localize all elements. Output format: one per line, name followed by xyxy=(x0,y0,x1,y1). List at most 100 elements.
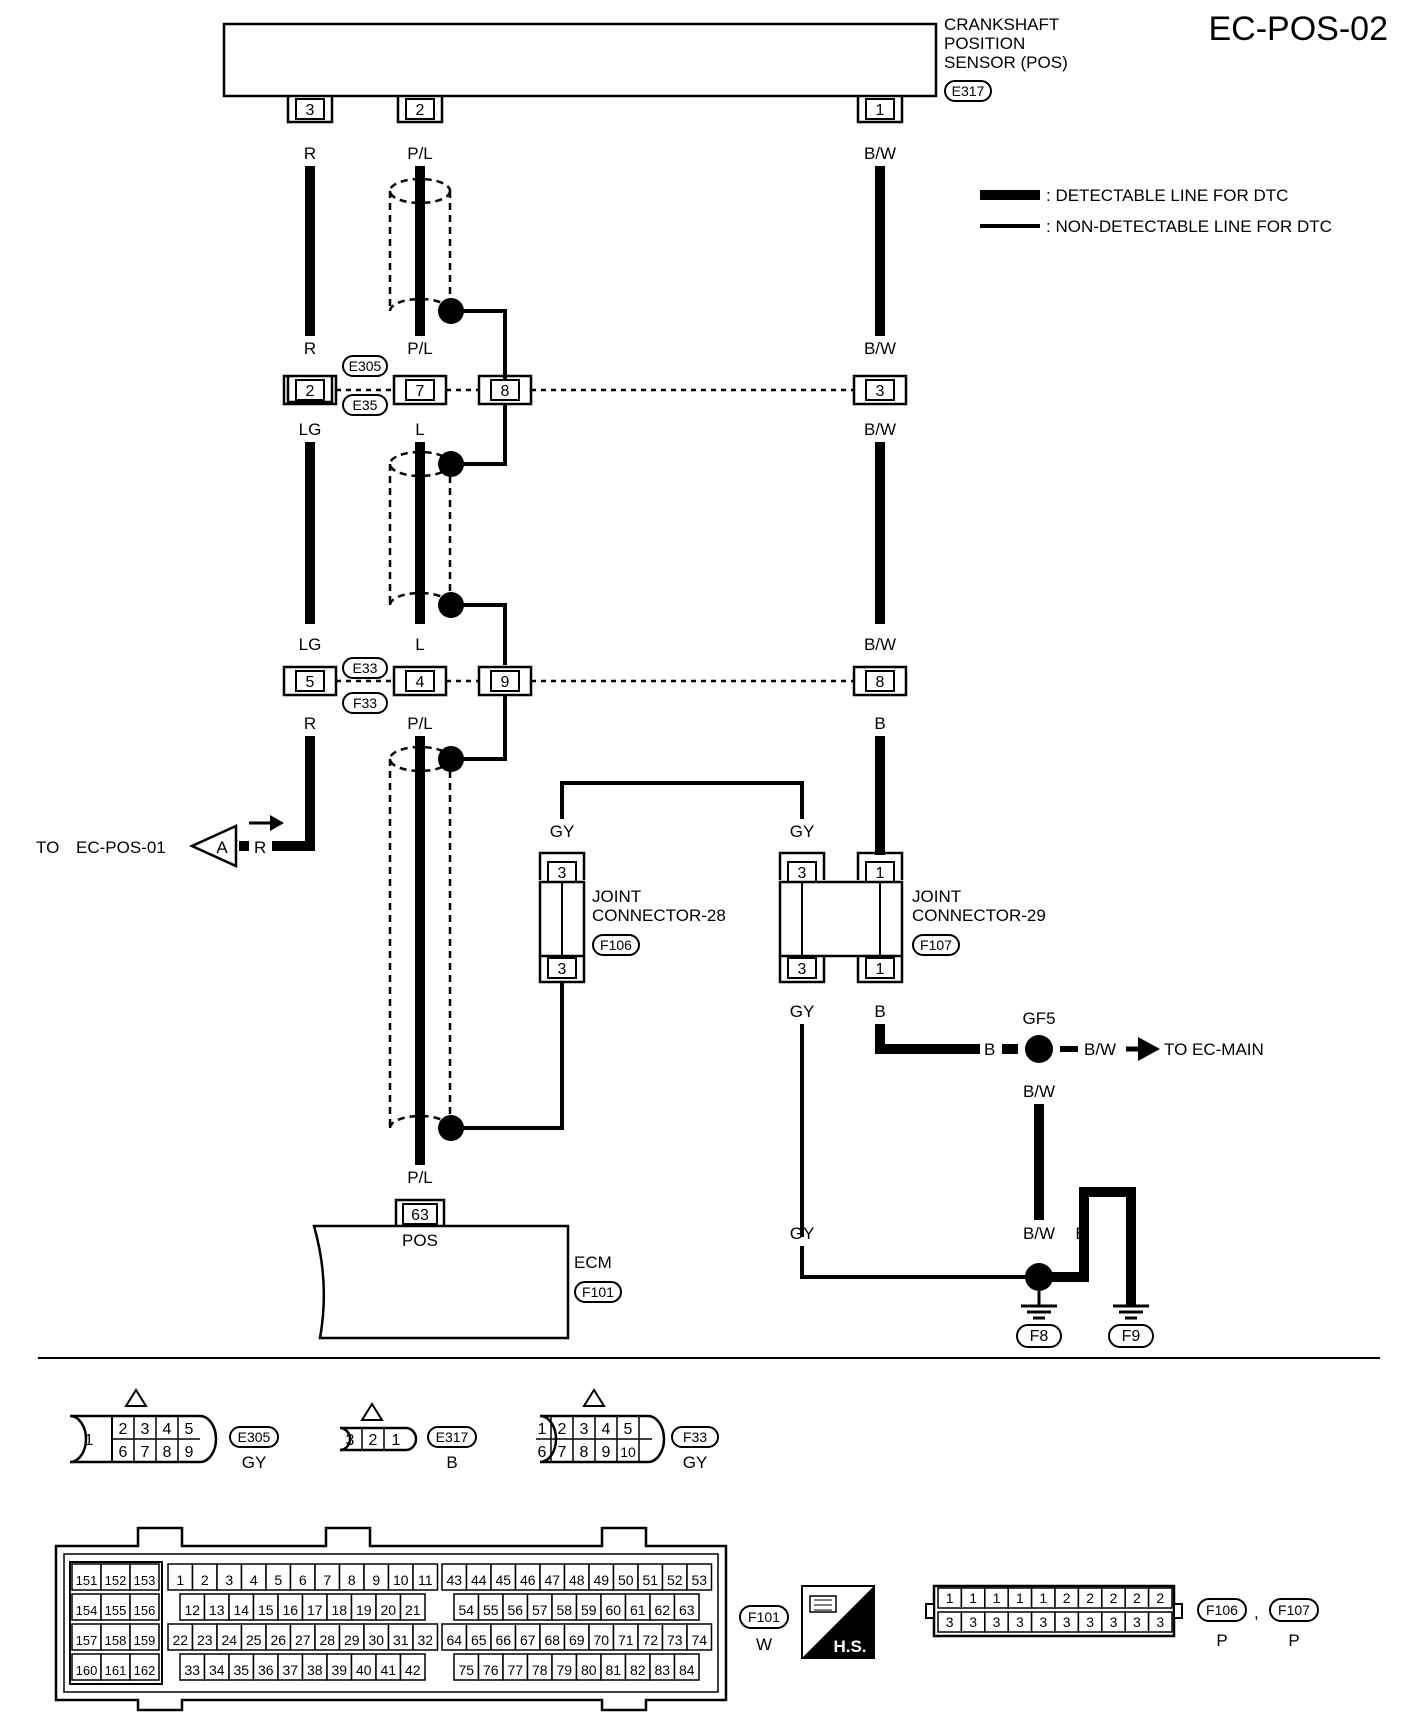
gf5-splice xyxy=(1025,1035,1053,1063)
sensor-pin-3: 3 xyxy=(286,96,334,124)
f101-cell-box xyxy=(502,1593,529,1621)
connector-view-e317 xyxy=(339,1402,418,1452)
svg-text:9: 9 xyxy=(501,674,510,691)
sensor-pin-1: 1 xyxy=(856,96,904,124)
jc29-title-2: CONNECTOR-29 xyxy=(912,906,1046,925)
f101-cell-63: 63 xyxy=(679,1602,695,1618)
jc-cell-2: 2 xyxy=(1156,1590,1164,1606)
ecm-pl-label: P/L xyxy=(407,1168,433,1187)
f33-cell-8: 8 xyxy=(580,1444,589,1461)
f101-cell-159: 159 xyxy=(134,1633,156,1648)
f101-cell-box xyxy=(100,1623,131,1651)
f33-cell-3: 3 xyxy=(580,1421,589,1438)
f33-cell-6: 6 xyxy=(538,1444,547,1461)
f101-cell-52: 52 xyxy=(667,1572,683,1588)
j1-label-bw2: B/W xyxy=(864,420,896,439)
sensor-name-line1: CRANKSHAFT xyxy=(944,15,1059,34)
f101-cell-box xyxy=(179,1593,206,1621)
f101-cell-box xyxy=(412,1623,439,1651)
f101-cell-16: 16 xyxy=(282,1602,298,1618)
f101-cell-45: 45 xyxy=(495,1572,511,1588)
f101-cell-84: 84 xyxy=(679,1662,695,1678)
f101-color: W xyxy=(756,1635,772,1654)
wire-label-bw-1: B/W xyxy=(864,144,896,163)
j1-conn-bot-frame xyxy=(342,394,388,416)
jc-cell-1: 1 xyxy=(946,1590,954,1606)
drain-wire-1 xyxy=(451,309,507,389)
f33-cell-1: 1 xyxy=(538,1421,547,1438)
f101-cell-83: 83 xyxy=(654,1662,670,1678)
f101-cell-box xyxy=(350,1593,377,1621)
f101-cell-33: 33 xyxy=(184,1662,200,1678)
f101-cell-10: 10 xyxy=(393,1572,409,1588)
f101-cell-box xyxy=(100,1653,131,1681)
f33-id: F33 xyxy=(683,1429,707,1445)
jc-cell-2: 2 xyxy=(1110,1590,1118,1606)
f101-cell-158: 158 xyxy=(105,1633,127,1648)
gf5-down-label-bw: B/W xyxy=(1023,1082,1055,1101)
f101-cell-box xyxy=(100,1593,131,1621)
f101-cell-box xyxy=(216,1623,243,1651)
svg-text:63: 63 xyxy=(411,1207,429,1224)
j2-label-b: B xyxy=(874,714,885,733)
e317-cell-1: 1 xyxy=(392,1432,401,1449)
jc28-label-gy: GY xyxy=(550,822,575,841)
offpage-arrow-head xyxy=(270,815,284,831)
f101-cell-9: 9 xyxy=(372,1572,380,1588)
f101-cell-67: 67 xyxy=(520,1632,536,1648)
f33-cell-5: 5 xyxy=(624,1421,633,1438)
f101-cell-162: 162 xyxy=(134,1663,156,1678)
jc-cell-box xyxy=(1147,1611,1173,1633)
f101-cell-27: 27 xyxy=(295,1632,311,1648)
f101-cell-box xyxy=(588,1563,615,1591)
f101-cell-72: 72 xyxy=(642,1632,658,1648)
svg-text:2: 2 xyxy=(416,102,425,119)
gf5-label-bw: B/W xyxy=(1084,1040,1116,1059)
j1-pin-8: 8 xyxy=(477,374,533,406)
jc28-title-1: JOINT xyxy=(592,887,641,906)
f101-cell-box xyxy=(129,1623,160,1651)
f101-cell-box xyxy=(277,1653,304,1681)
f101-cell-box xyxy=(673,1653,700,1681)
offpage-connector-a xyxy=(188,824,238,868)
f101-cell-81: 81 xyxy=(605,1662,621,1678)
ground-label-bw: B/W xyxy=(1023,1224,1055,1243)
f107-id: F107 xyxy=(1278,1602,1310,1618)
sensor-connector-tag: E317 xyxy=(952,83,985,99)
svg-text:4: 4 xyxy=(416,674,425,691)
f101-cell-box xyxy=(686,1623,713,1651)
j1-conn-top: E305 xyxy=(349,358,382,374)
j2-label-pl: P/L xyxy=(407,714,433,733)
svg-text:3: 3 xyxy=(876,383,885,400)
f101-cell-box xyxy=(673,1593,700,1621)
to-main-arrow xyxy=(1138,1037,1160,1061)
jc-cell-3: 3 xyxy=(946,1614,954,1630)
f101-cell-62: 62 xyxy=(654,1602,670,1618)
ground-splice-f8 xyxy=(1025,1263,1053,1291)
wire-b-loop xyxy=(1050,1187,1136,1305)
f101-cell-19: 19 xyxy=(356,1602,372,1618)
jc29-body xyxy=(778,851,904,984)
wire-gy-to-f8 xyxy=(800,1246,1030,1279)
f101-cell-5: 5 xyxy=(274,1572,282,1588)
f101-cell-box xyxy=(477,1653,504,1681)
f101-cell-box xyxy=(252,1653,279,1681)
e317-id: E317 xyxy=(436,1429,469,1445)
j2-label-bw: B/W xyxy=(864,635,896,654)
f101-cell-15: 15 xyxy=(258,1602,274,1618)
ecm-conn-frame xyxy=(574,1281,622,1303)
f101-cell-box xyxy=(514,1623,541,1651)
f101-cell-44: 44 xyxy=(471,1572,487,1588)
jc-cell-1: 1 xyxy=(993,1590,1001,1606)
ecm-label: ECM xyxy=(574,1253,612,1272)
jc-cell-3: 3 xyxy=(1156,1614,1164,1630)
f101-cell-69: 69 xyxy=(569,1632,585,1648)
e317-cell-3: 3 xyxy=(346,1432,355,1449)
f101-cell-26: 26 xyxy=(270,1632,286,1648)
offpage-wire: R xyxy=(254,838,266,857)
f101-cell-60: 60 xyxy=(605,1602,621,1618)
hs-icon xyxy=(801,1585,875,1659)
f101-cell-box xyxy=(453,1593,480,1621)
